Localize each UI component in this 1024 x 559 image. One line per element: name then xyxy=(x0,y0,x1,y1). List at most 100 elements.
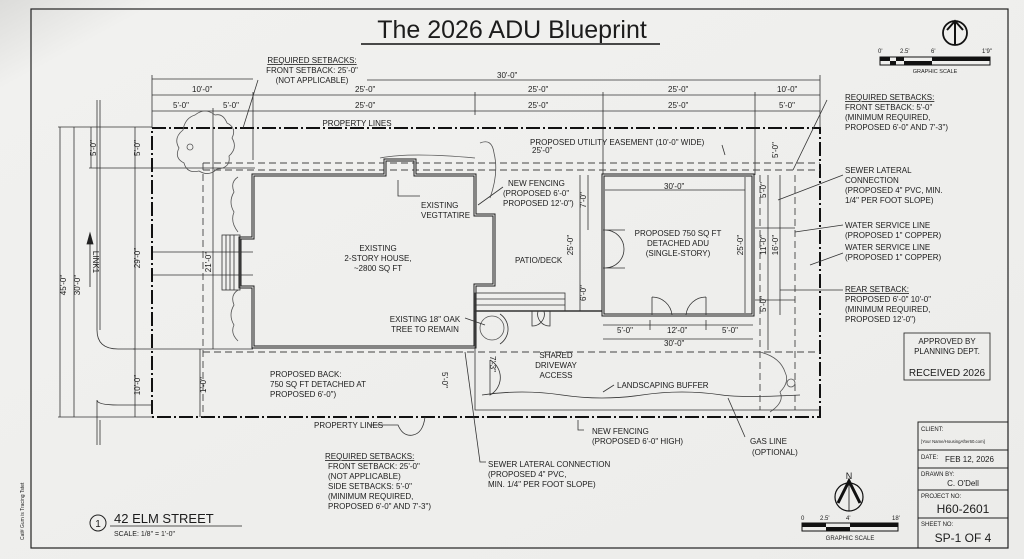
note-line: SEWER LATERAL xyxy=(845,166,912,175)
label-adu: PROPOSED 750 SQ FT DETACHED ADU (SINGLE-… xyxy=(635,229,722,258)
scale-tick: 0' xyxy=(878,49,882,55)
note-line: WATER SERVICE LINE xyxy=(845,221,930,230)
dim-adu-side-right: 5'-0" xyxy=(759,296,768,312)
patio-steps xyxy=(474,292,820,411)
note-rear-setback: REAR SETBACK: PROPOSED 6'-0" 10'-0" (MIN… xyxy=(845,285,931,324)
note-line: FRONT SETBACK: 25'-0" xyxy=(266,66,358,75)
note-line: (MINIMUM REQUIRED, xyxy=(845,305,930,314)
dim-adu-side-left: 6'-0" xyxy=(579,285,588,301)
note-line: FRONT SETBACK: 25'-0" xyxy=(328,462,420,471)
note-line: (PROPOSED 6'-0" HIGH) xyxy=(592,437,683,446)
dim-left: 21'-0" xyxy=(204,252,213,273)
dim-left: 45'-0" xyxy=(59,275,68,296)
note-line: PROPOSED 6'-0" AND 7'-3") xyxy=(845,123,948,132)
note-line: ~2800 SQ FT xyxy=(354,264,402,273)
setback-lines xyxy=(202,162,820,417)
note-line: CONNECTION xyxy=(845,176,899,185)
label-property-lines: PROPERTY LINES xyxy=(322,119,391,128)
note-line: VEGTTATIRE xyxy=(421,211,470,220)
label-oak-tree: EXISTING 18" OAK TREE TO REMAIN xyxy=(390,315,461,334)
drawing-name: 42 ELM STREET xyxy=(114,511,214,526)
dim-adu-top: 30'-0" xyxy=(664,182,685,191)
front-steps xyxy=(221,234,241,291)
page-title: The 2026 ADU Blueprint xyxy=(377,16,647,44)
note-sewer-bottom: SEWER LATERAL CONNECTION (PROPOSED 4" PV… xyxy=(488,460,610,489)
note-line: PROPOSED 6'-0") xyxy=(270,390,336,399)
dim-adu-bottom: 5'-0" xyxy=(722,326,738,335)
oak-tree-ring xyxy=(499,313,509,345)
scale-tick: 18' xyxy=(892,516,900,522)
note-line: 2-STORY HOUSE, xyxy=(344,254,411,263)
north-label: N xyxy=(846,471,853,481)
planting-bed xyxy=(759,351,788,413)
note-line: (NOT APPLICABLE) xyxy=(276,76,349,85)
adu-doors xyxy=(579,175,795,350)
drawing-scale: SCALE: 1/8" = 1'-0" xyxy=(114,531,175,538)
note-new-fencing-bottom: NEW FENCING (PROPOSED 6'-0" HIGH) xyxy=(592,427,683,446)
sheet-value: SP-1 OF 4 xyxy=(935,531,992,545)
drawing-number: 1 xyxy=(95,519,101,530)
note-line: SHARED xyxy=(539,351,573,360)
note-line: PROPOSED 12'-0") xyxy=(845,315,916,324)
oak-tree-icon xyxy=(479,315,505,341)
dim-adu-side-left: 7'-0" xyxy=(579,192,588,208)
street-label: LINK1 xyxy=(91,251,100,274)
note-line: (PROPOSED 1" COPPER) xyxy=(845,231,942,240)
note-line: PROPOSED 750 SQ FT xyxy=(635,229,722,238)
label-landscaping-buffer: LANDSCAPING BUFFER xyxy=(617,381,709,390)
note-line: TREE TO REMAIN xyxy=(391,325,459,334)
scale-tick: 2.5' xyxy=(900,49,910,55)
note-gas-line: GAS LINE (OPTIONAL) xyxy=(750,437,798,457)
dim-top-row1: 25'-0" xyxy=(528,85,549,94)
note-line: (SINGLE-STORY) xyxy=(646,249,711,258)
dim-top-row2: 25'-0" xyxy=(668,101,689,110)
note-line: PROPOSED 6'-0" 10'-0" xyxy=(845,295,931,304)
dim-left: 10'-0" xyxy=(133,375,142,396)
note-line: MIN. 1/4" PER FOOT SLOPE) xyxy=(488,480,596,489)
dim-left: 29'-0" xyxy=(133,248,142,269)
dim-overall-top: 30'-0" xyxy=(497,71,518,80)
note-line: FRONT SETBACK: 5'-0" xyxy=(845,103,933,112)
tree-icon xyxy=(176,110,235,174)
label-patio-deck: PATIO/DECK xyxy=(515,256,563,265)
scale-tick: 2.5' xyxy=(820,516,830,522)
dim-left: 5'-0" xyxy=(133,140,142,156)
dim-top-row1: 10'-0" xyxy=(192,85,213,94)
date-label: DATE: xyxy=(921,455,939,461)
project-value: H60-2601 xyxy=(937,502,990,516)
sheet-label: SHEET NO: xyxy=(921,522,954,528)
date-value: FEB 12, 2026 xyxy=(945,455,994,464)
note-line: DRIVEWAY xyxy=(535,361,577,370)
dim-top-row2: 25'-0" xyxy=(355,101,376,110)
adu-inner-line xyxy=(602,174,754,316)
dim-left: 5'-0" xyxy=(89,140,98,156)
dim-adu-bottom-total: 30'-0" xyxy=(664,339,685,348)
label-vegetation: EXISTING VEGTTATIRE xyxy=(421,201,470,220)
dim-top-row2: 5'-0" xyxy=(173,101,189,110)
note-line: 1/4" PER FOOT SLOPE) xyxy=(845,196,934,205)
note-proposed-back: PROPOSED BACK: 750 SQ FT DETACHED AT PRO… xyxy=(270,370,366,399)
leader-lines xyxy=(242,79,844,463)
note-line: PROPOSED BACK: xyxy=(270,370,342,379)
graphic-scale-bottom xyxy=(801,522,899,532)
scale-label: GRAPHIC SCALE xyxy=(826,536,875,542)
margin-text: Cat# Gum is Tracing Tstet xyxy=(20,482,26,540)
dim-left: 30'-0" xyxy=(73,275,82,296)
dim-adu-right: 25'-0" xyxy=(736,235,745,256)
note-setbacks-bottom: REQUIRED SETBACKS: FRONT SETBACK: 25'-0"… xyxy=(325,452,431,511)
dim-adu-bottom: 12'-0" xyxy=(667,326,688,335)
note-line: REQUIRED SETBACKS: xyxy=(267,56,356,65)
sheet-border xyxy=(30,8,1009,549)
client-label: CLIENT: xyxy=(921,427,944,433)
note-sewer-right: SEWER LATERAL CONNECTION (PROPOSED 4" PV… xyxy=(845,166,943,205)
note-line: (MINIMUM REQUIRED, xyxy=(845,113,930,122)
note-line: (PROPOSED 1" COPPER) xyxy=(845,253,942,262)
note-line: EXISTING 18" OAK xyxy=(390,315,461,324)
dim-top-row1: 25'-0" xyxy=(355,85,376,94)
note-line: NEW FENCING xyxy=(508,179,565,188)
note-line: (PROPOSED 6'-0" xyxy=(503,189,569,198)
title-block xyxy=(917,421,1009,549)
scale-tick: 1'9" xyxy=(982,49,992,55)
dim-top-row2: 5'-0" xyxy=(779,101,795,110)
tree-center-icon xyxy=(186,143,194,151)
